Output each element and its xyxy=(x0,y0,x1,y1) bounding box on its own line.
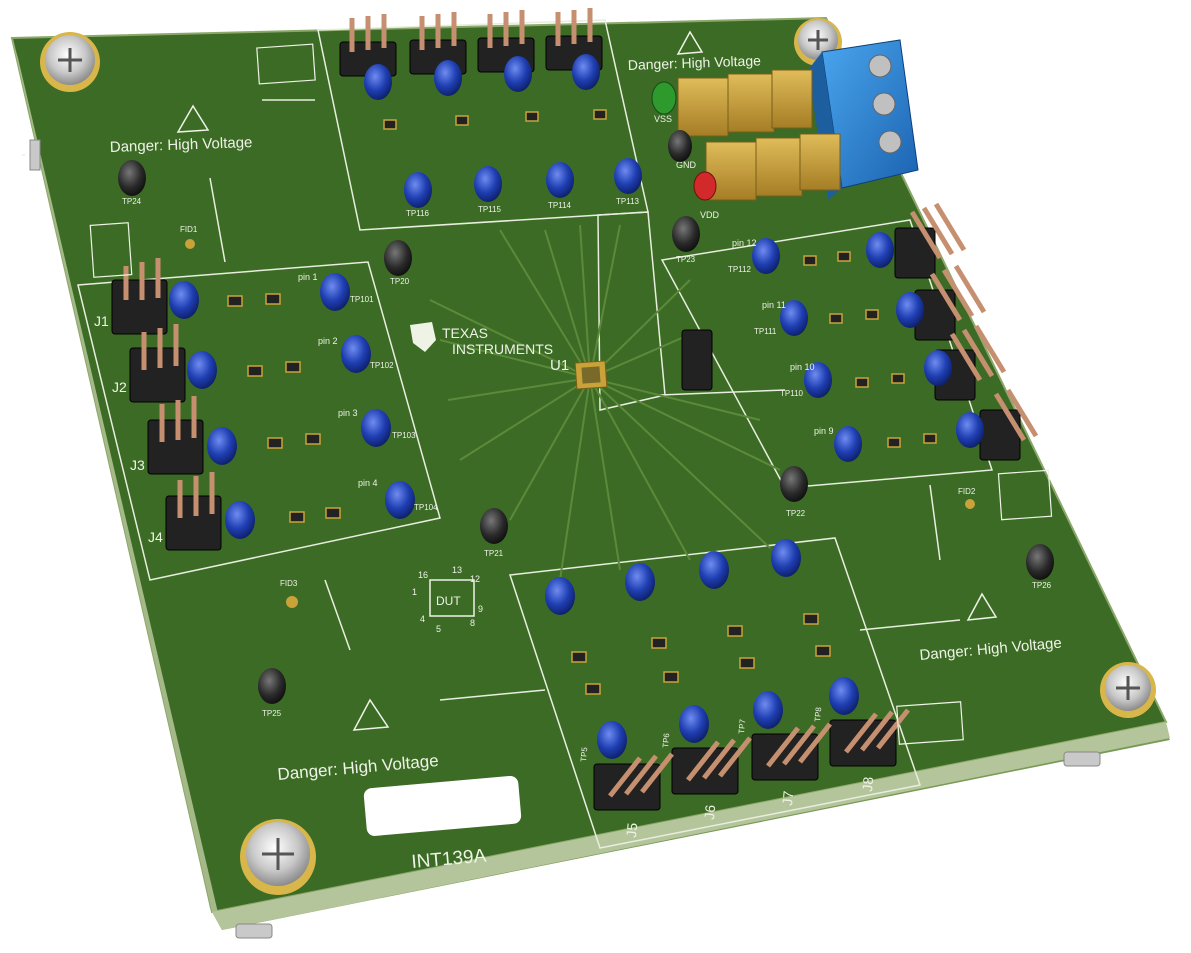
power-label-gnd: GND xyxy=(676,160,697,170)
tp-label-22: TP22 xyxy=(786,509,806,518)
connector-j4: J4 xyxy=(148,529,163,545)
pin-label-9: pin 9 xyxy=(814,426,834,436)
mounting-screws xyxy=(40,18,1156,895)
tp-label-26: TP26 xyxy=(1032,581,1052,590)
header-pins-bottom xyxy=(608,708,910,798)
tp-label-115: TP115 xyxy=(478,205,502,214)
tp-label-116: TP116 xyxy=(406,209,430,218)
connector-j1: J1 xyxy=(94,313,109,329)
tp-label-113: TP113 xyxy=(616,197,640,206)
dut-pin-13: 13 xyxy=(452,565,462,575)
dut-pin-12: 12 xyxy=(470,574,480,584)
power-config-boxes xyxy=(89,43,1053,745)
pin-label-1: pin 1 xyxy=(298,272,318,282)
connector-j2: J2 xyxy=(112,379,127,395)
dut-pin-16: 16 xyxy=(418,570,428,580)
pin-label-2: pin 2 xyxy=(318,336,338,346)
traces xyxy=(429,224,781,581)
power-label-vss: VSS xyxy=(654,114,672,124)
power-capacitors xyxy=(677,69,841,201)
tp-label-23: TP23 xyxy=(676,255,696,264)
u1-chip[interactable] xyxy=(574,360,608,390)
blue-test-points[interactable] xyxy=(169,54,984,759)
connector-j8: J8 xyxy=(859,776,876,792)
silkscreen-outlines xyxy=(22,19,994,849)
red-test-point[interactable] xyxy=(693,171,717,201)
fiducial-label-3: FID3 xyxy=(280,579,298,588)
header-pins-left xyxy=(123,258,215,518)
pin-label-12: pin 12 xyxy=(732,238,757,248)
chip-ref-label: U1 xyxy=(550,357,569,374)
fiducials: FID1 FID2 FID3 xyxy=(180,225,976,608)
pin-label-4: pin 4 xyxy=(358,478,378,488)
dut-pin-1: 1 xyxy=(412,587,417,597)
standoff-feet xyxy=(29,139,1101,939)
logo-line2: INSTRUMENTS xyxy=(452,341,553,357)
tp-label-112: TP112 xyxy=(728,265,752,274)
ti-logo: TEXAS INSTRUMENTS xyxy=(410,322,553,357)
fiducial-label-2: FID2 xyxy=(958,487,976,496)
header-pins-top xyxy=(349,8,593,52)
tp-label-114: TP114 xyxy=(548,201,572,210)
dut-pin-4: 4 xyxy=(420,614,425,624)
dut-pin-8: 8 xyxy=(470,618,475,628)
power-label-vdd: VDD xyxy=(700,210,720,220)
tp-label-21: TP21 xyxy=(484,549,504,558)
tp-label-101: TP101 xyxy=(350,295,374,304)
warning-text-1: Danger: High Voltage xyxy=(110,134,253,156)
connector-labels: J1 J2 J3 J4 J5 J6 J7 J8 xyxy=(94,313,876,838)
tp-label-6: TP6 xyxy=(661,732,671,748)
warning-1: Danger: High Voltage xyxy=(110,104,253,156)
tp-label-103: TP103 xyxy=(392,431,416,440)
pin-label-3: pin 3 xyxy=(338,408,358,418)
tp-label-102: TP102 xyxy=(370,361,394,370)
tp-label-5: TP5 xyxy=(579,746,589,762)
logo-line1: TEXAS xyxy=(442,325,488,341)
connector-j6: J6 xyxy=(701,804,718,820)
black-test-point-gnd[interactable] xyxy=(668,130,692,162)
dut-pin-9: 9 xyxy=(478,604,483,614)
tp-label-25: TP25 xyxy=(262,709,282,718)
warning-2: Danger: High Voltage xyxy=(628,30,762,73)
black-test-points[interactable] xyxy=(118,160,1054,704)
tp-label-110: TP110 xyxy=(780,389,804,398)
connector-j3: J3 xyxy=(130,457,145,473)
test-point-labels: TP101 TP102 TP103 TP104 TP20 TP21 TP22 T… xyxy=(122,197,1052,762)
connector-j7: J7 xyxy=(779,790,796,806)
dut-label: DUT xyxy=(436,594,461,608)
dut-pin-5: 5 xyxy=(436,624,441,634)
connector-j5: J5 xyxy=(623,822,640,838)
tp-label-20: TP20 xyxy=(390,277,410,286)
smd-components xyxy=(227,109,937,695)
pin-label-10: pin 10 xyxy=(790,362,815,372)
board-label: INT139A xyxy=(363,775,522,873)
fiducial-label-1: FID1 xyxy=(180,225,198,234)
green-test-point[interactable] xyxy=(651,81,677,115)
pin-labels: pin 1 pin 2 pin 3 pin 4 pin 9 pin 10 pin… xyxy=(298,238,834,488)
tp-label-24: TP24 xyxy=(122,197,142,206)
pin-label-11: pin 11 xyxy=(762,300,786,310)
warning-text-2: Danger: High Voltage xyxy=(628,52,762,73)
tp-label-8: TP8 xyxy=(813,706,823,722)
tp-label-111: TP111 xyxy=(754,327,777,336)
header-pins-right xyxy=(909,202,1039,442)
dut-outline: DUT 1 16 13 12 9 4 5 8 xyxy=(412,565,483,634)
tp-label-104: TP104 xyxy=(414,503,438,512)
tp-label-7: TP7 xyxy=(737,718,747,734)
